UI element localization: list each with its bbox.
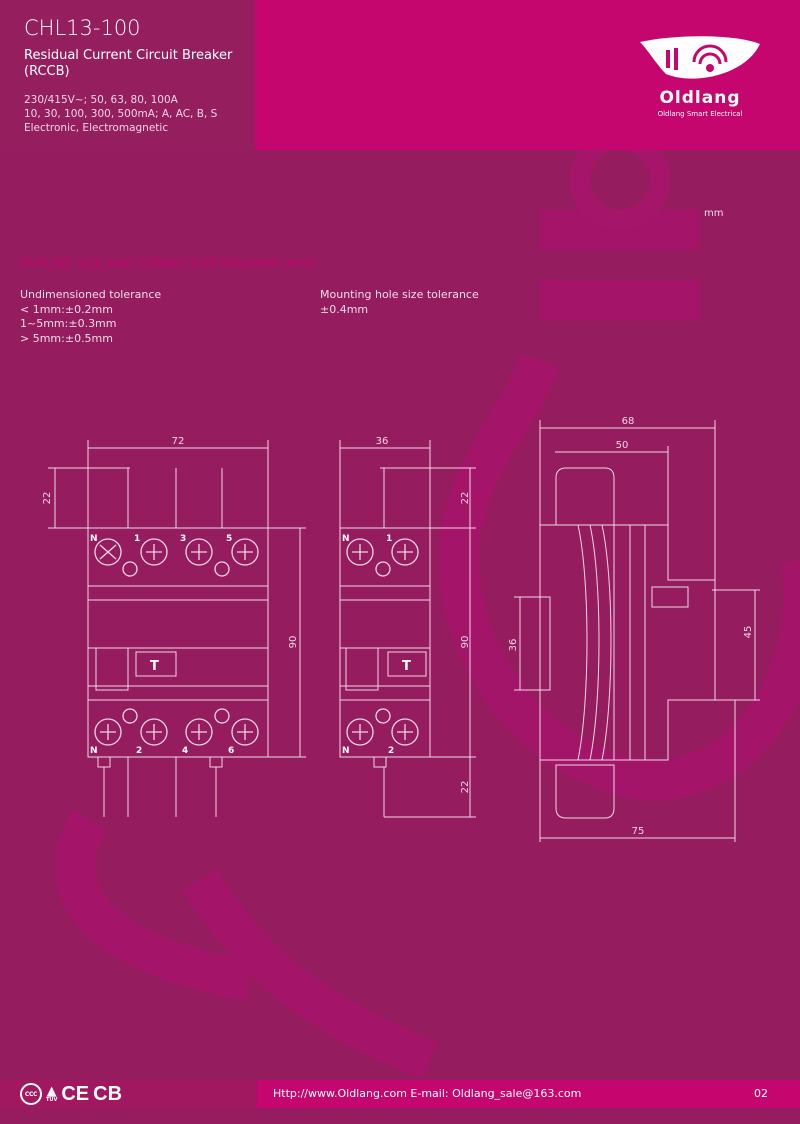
tolerance-line: 1~5mm:±0.3mm bbox=[20, 317, 117, 330]
test-button: T bbox=[150, 659, 159, 674]
ccc-mark: CCC bbox=[20, 1083, 42, 1105]
side-view: 68 50 75 36 45 bbox=[508, 416, 760, 842]
mounting-tolerance: Mounting hole size tolerance ±0.4mm bbox=[320, 288, 479, 317]
ce-mark: CE bbox=[61, 1082, 90, 1105]
dim-depth-50: 50 bbox=[616, 440, 629, 451]
undimensioned-tolerance: Undimensioned tolerance < 1mm:±0.2mm 1~5… bbox=[20, 288, 161, 346]
leaf-wifi-icon bbox=[640, 36, 760, 79]
model-title: CHL13-100 bbox=[24, 16, 141, 40]
dim-height-90: 90 bbox=[460, 636, 471, 649]
footer-contact-bar: Http://www.Oldlang.com E-mail: Oldlang_s… bbox=[257, 1080, 800, 1108]
tolerance-title: Undimensioned tolerance bbox=[20, 288, 162, 301]
dim-prong-22: 22 bbox=[42, 492, 53, 505]
cb-mark: CB bbox=[93, 1082, 123, 1105]
specs: 230/415V~; 50, 63, 80, 100A 10, 30, 100,… bbox=[24, 93, 217, 135]
tolerance-title: Mounting hole size tolerance bbox=[320, 288, 479, 301]
terminal-label: 1 bbox=[134, 534, 140, 544]
two-pole-front-view: 36 22 90 22 N 1 N 2 T bbox=[339, 436, 476, 818]
dim-prong-bottom-22: 22 bbox=[460, 781, 471, 794]
terminal-label: N bbox=[342, 534, 350, 544]
terminal-label: 4 bbox=[182, 746, 188, 756]
four-pole-front-view: 72 22 90 N 1 3 5 N 2 4 6 T bbox=[42, 436, 306, 817]
dim-height-90: 90 bbox=[288, 636, 299, 649]
terminal-label: 2 bbox=[136, 746, 142, 756]
tuv-triangle-icon: ▲ bbox=[46, 1084, 57, 1099]
logo-tagline: Oldlang Smart Electrical bbox=[657, 110, 743, 118]
page-number: 02 bbox=[754, 1087, 768, 1100]
unit-label: mm bbox=[704, 208, 724, 219]
dim-depth-75: 75 bbox=[632, 826, 645, 837]
spec-line: 10, 30, 100, 300, 500mA; A, AC, B, S bbox=[24, 108, 218, 120]
terminal-label: 1 bbox=[386, 534, 392, 544]
terminal-label: 2 bbox=[388, 746, 394, 756]
terminal-label: N bbox=[342, 746, 350, 756]
tolerance-line: ±0.4mm bbox=[320, 302, 369, 316]
dim-rail-36: 36 bbox=[508, 639, 519, 652]
dim-depth-68: 68 bbox=[622, 416, 635, 427]
terminal-label: 6 bbox=[228, 746, 234, 756]
dim-prong-top-22: 22 bbox=[460, 492, 471, 505]
terminal-label: 3 bbox=[180, 534, 186, 544]
product-name: Residual Current Circuit Breaker (RCCB) bbox=[24, 48, 233, 79]
terminal-label: N bbox=[90, 534, 98, 544]
spec-line: 230/415V~; 50, 63, 80, 100A bbox=[24, 94, 178, 106]
certification-marks: CCC ▲ TÜV CE CB bbox=[20, 1080, 122, 1108]
contact-info: Http://www.Oldlang.com E-mail: Oldlang_s… bbox=[273, 1087, 582, 1100]
logo-brand: Oldlang bbox=[659, 88, 741, 108]
oldlang-logo: Oldlang Oldlang Smart Electrical bbox=[636, 34, 764, 118]
tuv-mark: ▲ TÜV bbox=[46, 1085, 57, 1103]
dim-width-36: 36 bbox=[376, 436, 389, 447]
section-title: OUTLINE SIZE AND CONNECTION DIAGRAM (mm) bbox=[20, 256, 316, 270]
terminal-label: 5 bbox=[226, 534, 232, 544]
tolerance-line: < 1mm:±0.2mm bbox=[20, 302, 113, 316]
dim-width-72: 72 bbox=[172, 436, 185, 447]
terminal-label: N bbox=[90, 746, 98, 756]
dim-front-45: 45 bbox=[743, 626, 754, 639]
header-left-panel bbox=[0, 0, 255, 150]
spec-line: Electronic, Electromagnetic bbox=[24, 122, 169, 134]
tuv-mark-text: TÜV bbox=[46, 1097, 58, 1103]
test-button: T bbox=[402, 659, 411, 674]
tolerance-line: > 5mm:±0.5mm bbox=[20, 331, 113, 345]
